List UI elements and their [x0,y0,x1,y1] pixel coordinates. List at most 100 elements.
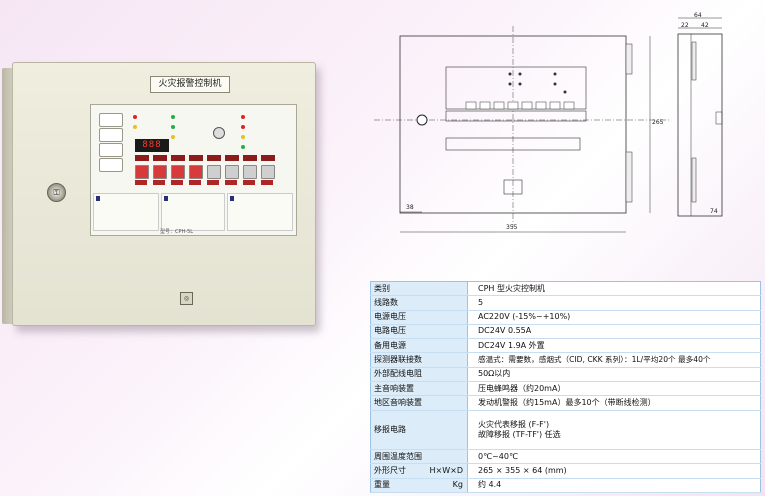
table-row: 电路电压 DC24V 0.55A [370,324,761,340]
note-header [164,196,168,201]
zone-label [135,155,149,161]
table-row: 线路数 5 [370,295,761,311]
row-value: CPH 型火灾控制机 [467,281,761,297]
zone-label [261,155,275,161]
dim-left-offset: 38 [406,204,414,211]
table-row: 电源电压 AC220V (-15%~+10%) [370,310,761,325]
table-row: 周围温度范围 0℃~40℃ [370,449,761,465]
row-label: 备用电源 [370,338,468,354]
table-row: 外形尺寸 H×W×D 265 × 355 × 64 (mm) [370,463,761,479]
zone-key-grey [225,165,239,179]
instruction-note-2 [161,193,225,231]
zone-key-grey [261,165,275,179]
row-label-with-unit: 外形尺寸 H×W×D [370,463,468,479]
zone-label [207,155,221,161]
dim-back: 42 [701,22,709,29]
table-row: 备用电源 DC24V 1.9A 外置 [370,338,761,354]
zone-label [153,155,167,161]
instruction-note-3 [227,193,293,231]
dim-width: 355 [506,224,518,231]
zone-key-grey [243,165,257,179]
dim-total-width: 64 [694,12,702,19]
row-value: 发动机警报（约15mA）最多10个（带断线检测） [467,395,761,411]
note-header [230,196,234,201]
indicator-button-2 [99,128,123,142]
zone-key-grey [207,165,221,179]
row-value-multiline: 火灾代表移报 (F-F') 故障移报 (TF-TF') 任选 [467,410,761,451]
zone-key-red [189,165,203,179]
technical-drawing: 355 38 265 64 22 42 74 [374,12,723,233]
table-row: 地区音响装置 发动机警报（约15mA）最多10个（带断线检测） [370,395,761,411]
row-label-with-unit: 重量 Kg [370,478,468,494]
led-power [171,115,175,119]
row-value: 5 [467,295,761,311]
dim-height: 265 [652,119,664,126]
led-zone-d [241,145,245,149]
row-label: 电源电压 [370,310,468,325]
led-standby [171,125,175,129]
model-label: 型号：CPH-5L [160,229,194,235]
row-value: AC220V (-15%~+10%) [467,310,761,325]
row-value: 感温式：需要数，感烟式（CID, CKK 系列）：1L/平均20个 最多40个 [467,352,761,368]
rotary-switch-icon [213,127,225,139]
row-label: 线路数 [370,295,468,311]
inner-strip [445,110,587,122]
indicator-button-3 [99,143,123,157]
row-value: 0℃~40℃ [467,449,761,465]
led-zone-b [241,125,245,129]
indicator-button-1 [99,113,123,127]
row-value: 50Ω以内 [467,367,761,382]
drawing-led-dots [508,72,567,94]
led-zone-c [241,135,245,139]
row-label: 外部配线电阻 [370,367,468,382]
row-label: 地区音响装置 [370,395,468,411]
led-zone-a [241,115,245,119]
table-row: 类别 CPH 型火灾控制机 [370,281,761,297]
zone-number-tag [135,180,147,185]
zone-key-red [171,165,185,179]
seven-segment-display: 888 [135,139,169,152]
key-lock-icon: ⚿ [47,183,66,202]
row-label: 移报电路 [370,410,468,451]
dim-small: 74 [710,208,718,215]
row-value: DC24V 0.55A [467,324,761,340]
led-test [171,135,175,139]
zone-number-tag [243,180,255,185]
zone-number-tag [153,180,165,185]
zone-number-tag [189,180,201,185]
table-row: 移报电路 火灾代表移报 (F-F') 故障移报 (TF-TF') 任选 [370,410,761,451]
zone-key-red [153,165,167,179]
row-value: DC24V 1.9A 外置 [467,338,761,354]
zone-number-tag [171,180,183,185]
row-unit: H×W×D [429,466,464,476]
panel-side-edge [2,68,14,324]
row-value: 约 4.4 [467,478,761,494]
spec-table: 类别 CPH 型火灾控制机 线路数 5 电源电压 AC220V (-15%~+1… [370,281,761,494]
drawing-button-row [465,101,575,110]
table-row: 探测器联接数 感温式：需要数，感烟式（CID, CKK 系列）：1L/平均20个… [370,352,761,368]
dim-front: 22 [681,22,689,29]
table-row: 重量 Kg 约 4.4 [370,478,761,494]
transfer-fire-line: 火灾代表移报 (F-F') [478,419,550,429]
row-label: 类别 [370,281,468,297]
led-fire [133,115,137,119]
zone-number-tag [261,180,273,185]
zone-label [189,155,203,161]
control-front-panel: 888 [90,104,297,236]
indicator-button-4 [99,158,123,172]
zone-label [171,155,185,161]
zone-label [243,155,257,161]
brand-logo-icon: ◎ [180,292,193,305]
note-header [96,196,100,201]
table-row: 主音响装置 压电蜂鸣器（约20mA） [370,381,761,397]
inner-lower-box [445,137,581,151]
lock-hole-icon [416,114,428,126]
side-view-ribs [691,41,697,203]
zone-number-tag [207,180,219,185]
side-hinge [715,111,723,125]
row-unit: Kg [452,480,463,490]
lower-knockout [503,179,523,195]
row-label: 重量 [374,480,390,490]
table-row: 外部配线电阻 50Ω以内 [370,367,761,382]
row-value: 265 × 355 × 64 (mm) [467,463,761,479]
